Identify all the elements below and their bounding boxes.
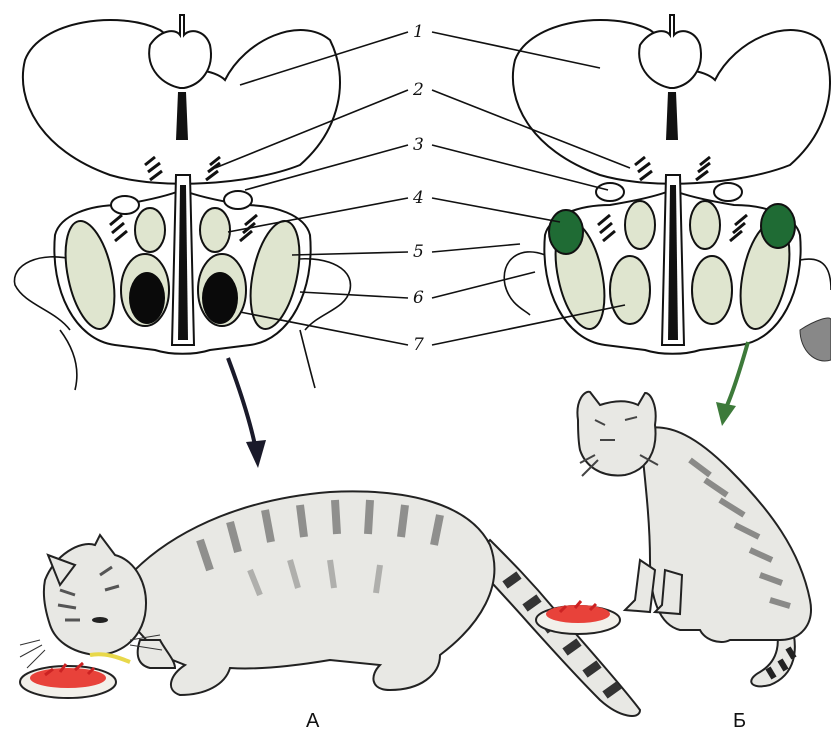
label-5: 5 bbox=[413, 242, 424, 262]
arrow-b bbox=[716, 342, 748, 426]
label-2: 2 bbox=[412, 80, 424, 100]
label-7: 7 bbox=[413, 335, 424, 355]
label-3: 3 bbox=[413, 135, 424, 155]
label-6: 6 bbox=[413, 288, 424, 308]
label-1: 1 bbox=[413, 22, 424, 42]
brain-section-b bbox=[504, 15, 831, 361]
lesion-black-left bbox=[129, 272, 165, 324]
lesion-green-left bbox=[549, 210, 583, 254]
panel-label-a: А bbox=[306, 710, 320, 732]
panel-label-b: Б bbox=[733, 710, 746, 732]
lesion-black-right bbox=[202, 272, 238, 324]
arrow-a bbox=[228, 358, 266, 468]
lesion-green-right bbox=[761, 204, 795, 248]
label-4: 4 bbox=[412, 188, 424, 208]
cat-a-illustration bbox=[20, 491, 640, 716]
brain-section-a bbox=[14, 15, 350, 390]
